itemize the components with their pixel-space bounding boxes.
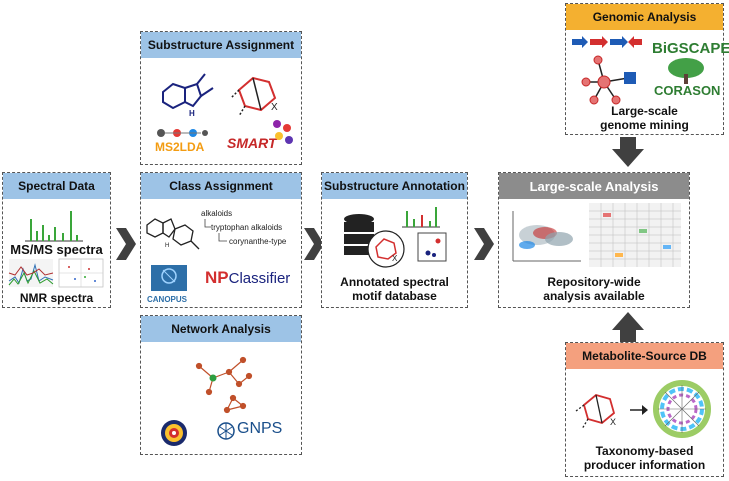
producer-information-label: producer information <box>583 458 706 472</box>
nmr-spectrum-icon <box>8 258 104 288</box>
bigscape-label: BiGSCAPE <box>652 40 729 57</box>
canopus-logo-icon <box>151 265 187 291</box>
npclassifier-label: NPClassifier <box>205 268 291 287</box>
arrow-up-icon <box>612 312 644 342</box>
ms2lda-label: MS2LDA <box>155 140 205 154</box>
indole-structure-icon: H <box>162 73 214 118</box>
svg-text:X: X <box>610 417 616 427</box>
ms2lda-logo-icon <box>157 129 208 137</box>
svg-text:H: H <box>189 109 195 118</box>
npclassifier-rest: Classifier <box>228 270 291 287</box>
repository-scatter-icon <box>512 211 581 262</box>
taxonomy-tree-icon <box>653 380 711 438</box>
repository-wide-label: Repository-wide <box>547 275 641 289</box>
alkaloids-label: alkaloids <box>201 209 233 218</box>
target-logo-icon <box>161 420 187 446</box>
ms-spectra-label: MS/MS spectra <box>10 242 103 257</box>
corason-tree-icon <box>668 58 704 84</box>
corynanthe-type-label: corynanthe-type <box>229 237 287 246</box>
ms-spectrum-icon <box>25 211 83 242</box>
gnps-logo-icon <box>217 422 235 440</box>
arrow-right-icon <box>474 228 494 260</box>
analysis-available-label: analysis available <box>543 289 645 303</box>
gnps-label: GNPS <box>237 420 283 437</box>
large-scale-label: Large-scale <box>611 104 678 118</box>
smart-label: SMART <box>227 135 277 151</box>
network-analysis-header: Network Analysis <box>141 316 301 342</box>
motif-spectrum-icon <box>402 207 440 228</box>
canopus-label: CANOPUS <box>147 295 188 304</box>
alkaloid-structure-icon: H <box>146 218 200 250</box>
arrow-right-icon <box>304 228 324 260</box>
metabolite-source-db-panel: Metabolite-Source DB X Taxonomy-based pr… <box>565 342 724 477</box>
large-scale-analysis-panel: Large-scale Analysis Repository-wide ana… <box>498 172 690 308</box>
arrow-right-icon <box>116 228 136 260</box>
molecular-network-icon <box>195 356 253 414</box>
taxonomy-based-label: Taxonomy-based <box>595 444 694 458</box>
nmr-spectra-label: NMR spectra <box>19 291 94 305</box>
substructure-assignment-panel: Substructure Assignment H X MS2LDA SMART <box>140 31 302 165</box>
smart-molecule-icon <box>273 120 293 144</box>
repository-heatmap-icon <box>589 203 681 267</box>
metabolite-source-db-header: Metabolite-Source DB <box>566 343 723 369</box>
spectral-data-header: Spectral Data <box>3 173 110 199</box>
svg-text:X: X <box>271 102 278 113</box>
spectral-data-panel: Spectral Data MS/MS spectra NMR spectra <box>2 172 111 308</box>
network-analysis-panel: Network Analysis GNPS <box>140 315 302 455</box>
arrow-down-icon <box>612 137 644 167</box>
motif-scatter-icon <box>417 232 447 262</box>
tryptophan-alkaloids-label: tryptophan alkaloids <box>211 223 283 232</box>
motif-structure-icon: X <box>367 230 405 268</box>
genome-network-icon <box>581 55 636 105</box>
class-assignment-panel: Class Assignment H alkaloids tryptophan … <box>140 172 302 308</box>
metabolite-structure-icon: X <box>575 394 616 430</box>
large-scale-analysis-header: Large-scale Analysis <box>499 173 689 199</box>
class-assignment-header: Class Assignment <box>141 173 301 199</box>
genomic-analysis-header: Genomic Analysis <box>566 4 723 30</box>
npclassifier-np: NP <box>205 268 229 287</box>
genomic-analysis-panel: Genomic Analysis BiGSCAPE CORASON Large-… <box>565 3 729 135</box>
gene-cluster-icon <box>572 36 642 48</box>
substructure-annotation-panel: Substructure Annotation X Annotated spec… <box>321 172 468 308</box>
svg-text:X: X <box>392 254 398 263</box>
corason-label: CORASON <box>654 83 721 98</box>
tree-connector-icon <box>204 219 227 242</box>
annotated-spectral-label: Annotated spectral <box>340 275 449 289</box>
substructure-assignment-header: Substructure Assignment <box>141 32 301 58</box>
database-icon <box>344 214 374 255</box>
genome-mining-label: genome mining <box>600 118 689 132</box>
svg-text:H: H <box>165 243 169 249</box>
arrow-right-small-icon <box>630 405 648 415</box>
motif-database-label: motif database <box>352 289 437 303</box>
bicyclic-structure-icon: X <box>230 76 278 117</box>
substructure-annotation-header: Substructure Annotation <box>322 173 467 199</box>
